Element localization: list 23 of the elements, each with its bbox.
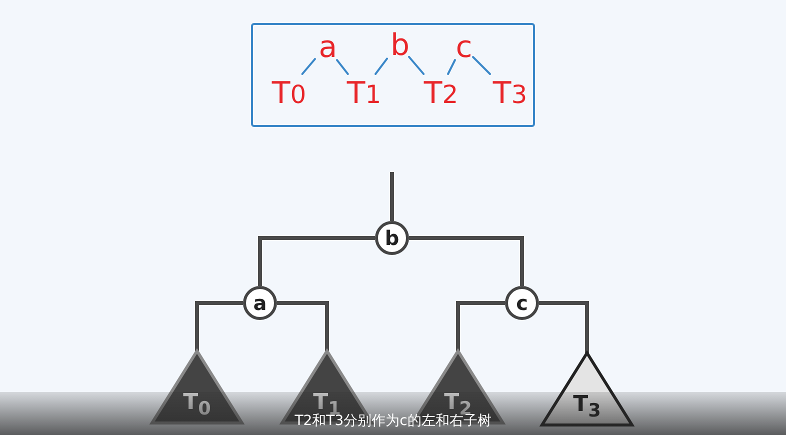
subtitle-text: T2和T3分别作为c的左和右子树 [294, 413, 492, 430]
handwritten-label: b [390, 32, 410, 60]
sketch-line [374, 58, 388, 75]
tree-branch [539, 301, 589, 353]
tree-node-circle: b [375, 221, 409, 255]
subtree-triangle: T$_{0}$ [150, 349, 244, 425]
tree-branch [390, 172, 394, 221]
tree-node-circle: c [505, 286, 539, 320]
sketch-line [472, 56, 491, 75]
handwritten-label: c [454, 35, 474, 61]
handwritten-label: a [318, 35, 338, 61]
tree-branch [456, 301, 505, 351]
sketch-frame [251, 23, 535, 127]
sketch-line [301, 58, 316, 75]
tree-branch [258, 236, 375, 286]
tree-branch [409, 236, 524, 286]
sketch-line [408, 56, 425, 75]
tree-branch [277, 301, 329, 351]
tree-node-circle: a [243, 286, 277, 320]
subtree-triangle: T$_{3}$ [540, 351, 634, 427]
sketch-line [447, 59, 456, 75]
tree-branch [195, 301, 243, 351]
sketch-line [336, 59, 349, 75]
